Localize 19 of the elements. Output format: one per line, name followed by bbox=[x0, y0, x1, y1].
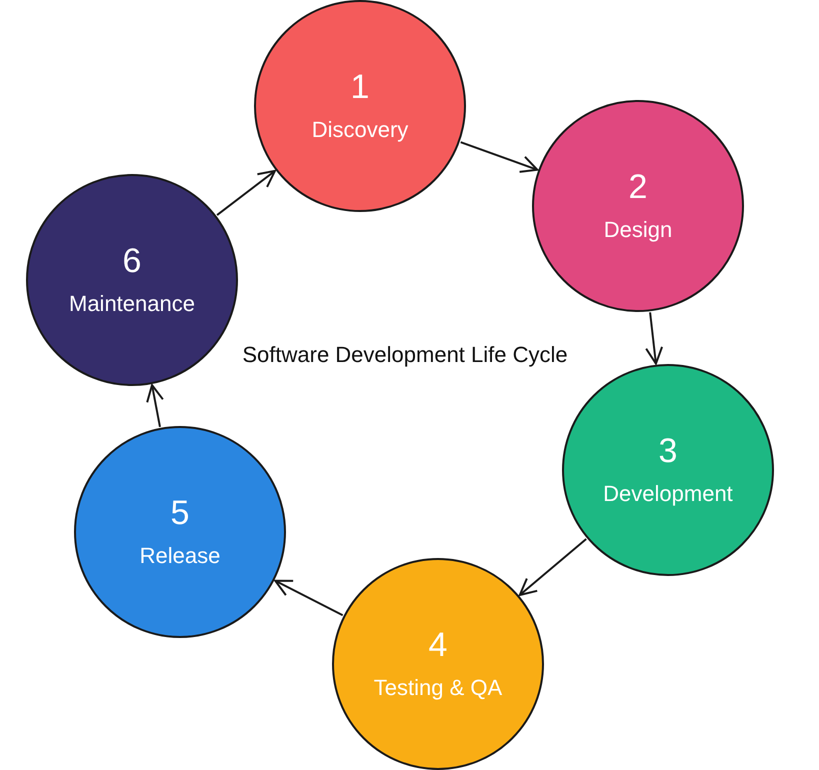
arrow bbox=[645, 312, 664, 365]
diagram-title: Software Development Life Cycle bbox=[241, 341, 569, 369]
stage-number: 3 bbox=[658, 431, 678, 472]
stage-number: 6 bbox=[122, 241, 142, 282]
arrow bbox=[146, 384, 164, 428]
arrow bbox=[518, 538, 587, 596]
stage-label: Testing & QA bbox=[374, 674, 502, 702]
stage-label: Release bbox=[140, 542, 220, 570]
arrow bbox=[460, 141, 538, 173]
stage-label: Maintenance bbox=[69, 290, 195, 318]
arrow bbox=[216, 170, 276, 216]
stage-number: 4 bbox=[428, 625, 448, 666]
arrow bbox=[274, 580, 344, 616]
stage-number: 5 bbox=[170, 493, 190, 534]
stage-number: 2 bbox=[628, 167, 648, 208]
stage-number: 1 bbox=[350, 67, 370, 108]
stage-label: Discovery bbox=[312, 116, 408, 144]
stage-label: Design bbox=[604, 216, 672, 244]
stage-label: Development bbox=[603, 480, 733, 508]
